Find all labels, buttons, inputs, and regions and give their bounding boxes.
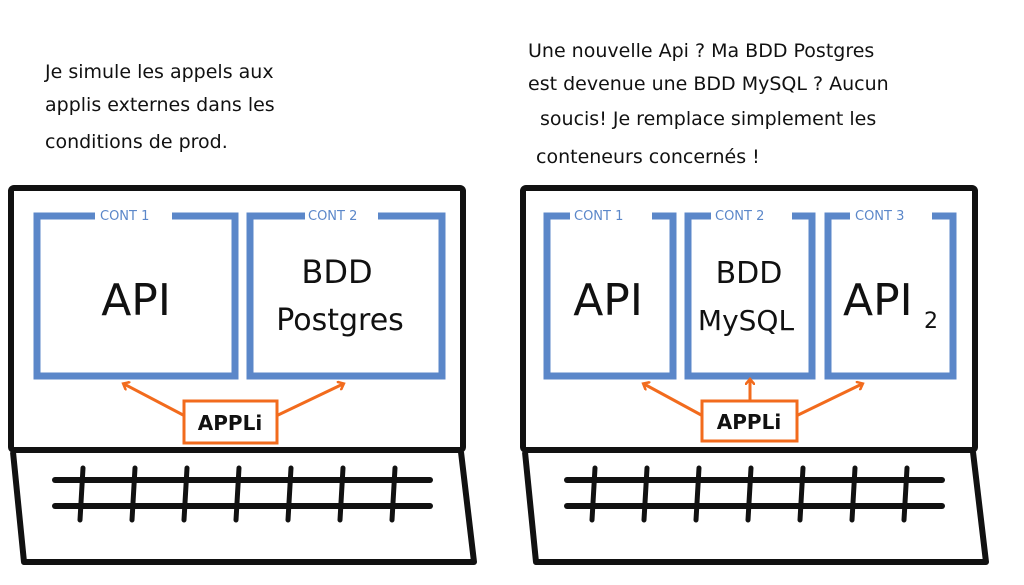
left-laptop: CONT 1 API CONT 2 BDD Postgres APPLi [8,185,477,565]
container-label: CONT 3 [855,209,904,224]
right-laptop: CONT 1 API CONT 2 BDD MySQL CONT 3 API 2… [520,185,989,565]
keyboard-keys [589,465,910,523]
caption-line: Une nouvelle Api ? Ma BDD Postgres [528,40,874,62]
laptop-screen [520,185,978,453]
laptop-screen [8,185,466,453]
container-content: MySQL [698,304,795,337]
container-content: API [843,275,913,326]
container-3: CONT 3 API 2 [824,209,957,380]
container-label: CONT 1 [574,209,623,224]
laptop-keyboard-base [522,451,989,565]
appli-label: APPLi [717,410,781,434]
container-content: API [101,275,171,326]
appli-box: APPLi [124,384,343,445]
caption-line: est devenue une BDD MySQL ? Aucun [528,73,889,95]
container-label: CONT 2 [715,209,764,224]
container-content: API [573,275,643,326]
container-content: Postgres [276,303,404,338]
right-caption: Une nouvelle Api ? Ma BDD Postgres est d… [528,40,889,168]
appli-label: APPLi [198,411,262,435]
appli-box: APPLi [644,380,862,443]
laptop-keyboard-base [10,451,477,565]
container-label: CONT 2 [308,209,357,224]
caption-line: applis externes dans les [45,94,275,116]
caption-line: Je simule les appels aux [44,61,274,83]
container-2: CONT 2 BDD MySQL [684,209,816,380]
container-content: BDD [301,253,372,291]
container-1: CONT 1 API [33,209,239,380]
keyboard-keys [77,465,398,523]
container-2: CONT 2 BDD Postgres [246,209,446,380]
left-caption: Je simule les appels aux applis externes… [44,61,275,153]
container-1: CONT 1 API [543,209,677,380]
caption-line: soucis! Je remplace simplement les [540,108,876,130]
container-label: CONT 1 [100,209,149,224]
caption-line: conteneurs concernés ! [536,146,760,168]
container-content: BDD [716,256,783,291]
container-subscript: 2 [924,309,938,334]
caption-line: conditions de prod. [45,131,228,153]
